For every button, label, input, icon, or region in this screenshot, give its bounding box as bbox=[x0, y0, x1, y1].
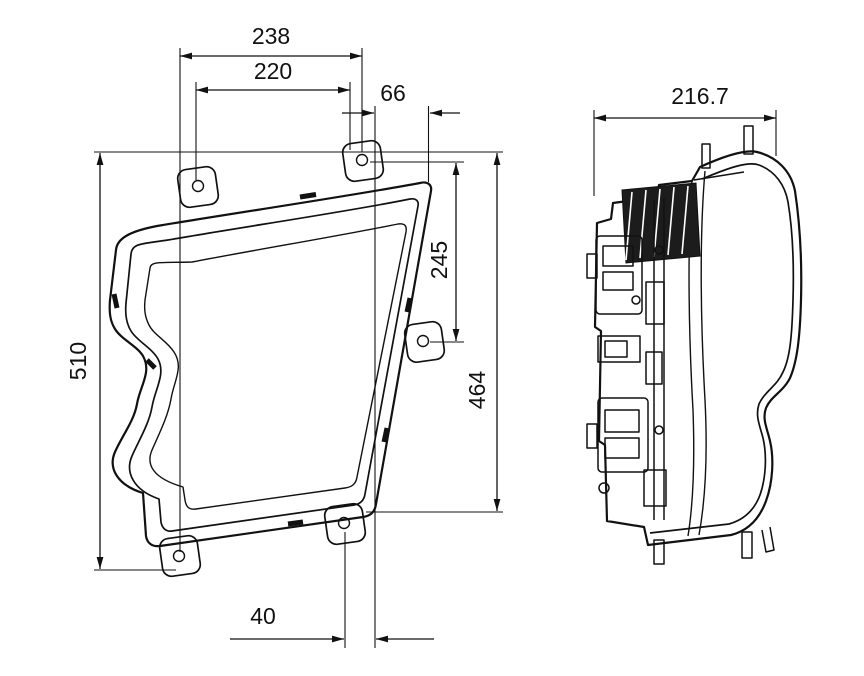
front-outline-rim bbox=[124, 197, 420, 532]
dimension-245: 245 bbox=[370, 161, 464, 343]
tab-hole bbox=[172, 549, 186, 563]
dimension-464-label: 464 bbox=[464, 371, 490, 410]
dimension-238: 238 bbox=[179, 23, 363, 552]
side-division-line-1 bbox=[698, 170, 707, 536]
dimension-216-7-label: 216.7 bbox=[671, 83, 729, 109]
mounting-tab-top-left bbox=[176, 165, 220, 209]
dimensions: 238 220 66 510 245 bbox=[65, 23, 777, 648]
tab-hole bbox=[416, 334, 430, 348]
dimension-220-label: 220 bbox=[254, 58, 292, 84]
dimension-238-label: 238 bbox=[252, 23, 290, 49]
tab-hole bbox=[191, 179, 205, 193]
mounting-tab-top-right bbox=[341, 139, 385, 183]
dimension-510-label: 510 bbox=[65, 342, 91, 380]
dimension-510: 510 bbox=[65, 153, 176, 571]
dimension-220: 220 bbox=[195, 58, 351, 180]
dimension-66: 66 bbox=[342, 80, 460, 182]
dimension-464: 464 bbox=[366, 153, 503, 513]
housing-details bbox=[586, 198, 667, 520]
dimension-245-label: 245 bbox=[426, 241, 452, 279]
side-outline-outer bbox=[593, 150, 803, 547]
dimension-40: 40 bbox=[230, 532, 434, 648]
side-view bbox=[586, 125, 803, 565]
fixing-pins bbox=[653, 125, 775, 565]
tab-hole bbox=[355, 153, 369, 167]
mounting-tab-right bbox=[403, 320, 446, 364]
front-outline-lens bbox=[143, 223, 407, 510]
mounting-tab-bottom-left bbox=[158, 534, 202, 578]
dimension-40-label: 40 bbox=[250, 603, 276, 629]
front-outline-outer bbox=[108, 181, 433, 548]
tab-hole bbox=[337, 516, 351, 530]
side-lens-inner-line bbox=[649, 163, 795, 534]
dimension-66-label: 66 bbox=[380, 80, 406, 106]
mounting-tab-bottom-center bbox=[323, 502, 367, 546]
front-view bbox=[108, 139, 446, 578]
edge-clips bbox=[111, 192, 413, 527]
dimension-216-7: 216.7 bbox=[593, 83, 777, 196]
